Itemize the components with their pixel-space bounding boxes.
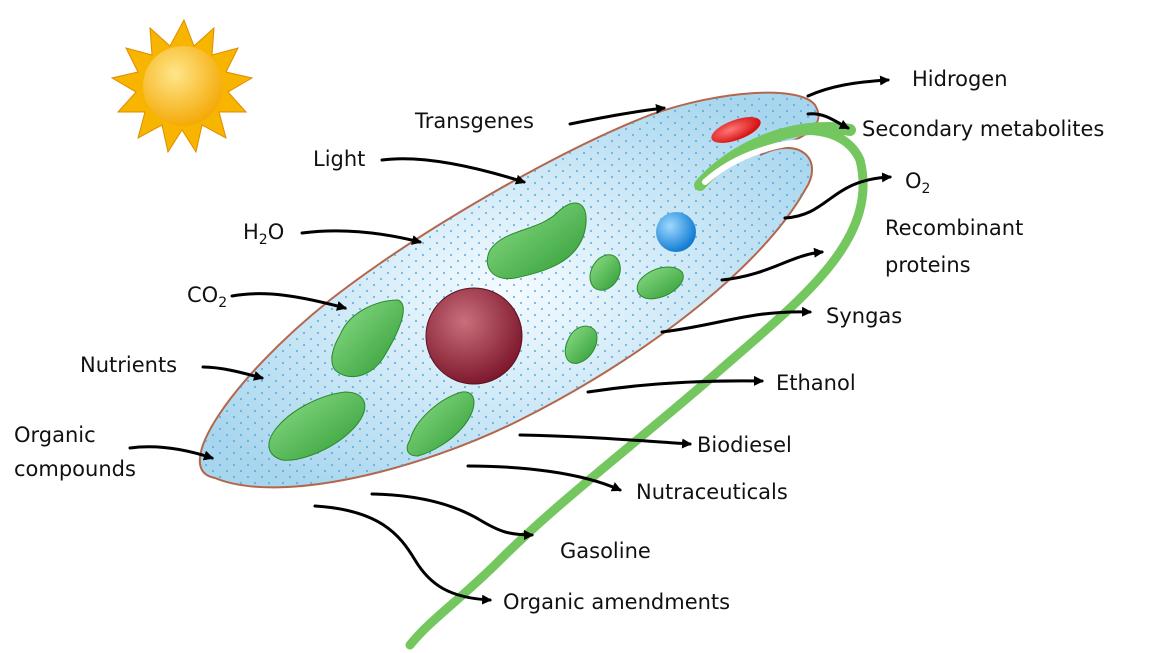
label-ethanol: Ethanol bbox=[776, 371, 856, 395]
label-hydrogen: Hidrogen bbox=[912, 67, 1008, 91]
label-h2o: H2O bbox=[243, 220, 284, 248]
label-secondary-metabolites: Secondary metabolites bbox=[862, 117, 1104, 141]
nucleus bbox=[426, 288, 522, 384]
label-nutrients: Nutrients bbox=[80, 353, 177, 377]
label-light: Light bbox=[313, 147, 365, 171]
label-organic-compounds-line2: compounds bbox=[14, 457, 136, 481]
arrow-hydrogen bbox=[808, 80, 888, 96]
label-gasoline: Gasoline bbox=[560, 539, 651, 563]
arrow-biodiesel bbox=[520, 435, 690, 444]
label-recombinant-proteins-line1: Recombinant bbox=[885, 216, 1023, 240]
arrow-organic-amendments bbox=[315, 506, 490, 600]
label-o2: O2 bbox=[905, 169, 930, 197]
contractile-vacuole bbox=[656, 212, 696, 252]
arrow-h2o bbox=[302, 231, 420, 242]
label-co2: CO2 bbox=[187, 283, 227, 311]
label-recombinant-proteins-line2: proteins bbox=[885, 253, 971, 277]
label-nutraceuticals: Nutraceuticals bbox=[636, 480, 788, 504]
arrow-gasoline bbox=[372, 494, 532, 535]
label-transgenes: Transgenes bbox=[414, 109, 534, 133]
label-biodiesel: Biodiesel bbox=[697, 433, 792, 457]
arrow-light bbox=[382, 159, 524, 182]
sun-icon bbox=[112, 20, 252, 152]
label-syngas: Syngas bbox=[826, 304, 902, 328]
label-organic-amendments: Organic amendments bbox=[503, 590, 730, 614]
label-organic-compounds-line1: Organic bbox=[14, 423, 96, 447]
arrow-ethanol bbox=[588, 381, 762, 392]
